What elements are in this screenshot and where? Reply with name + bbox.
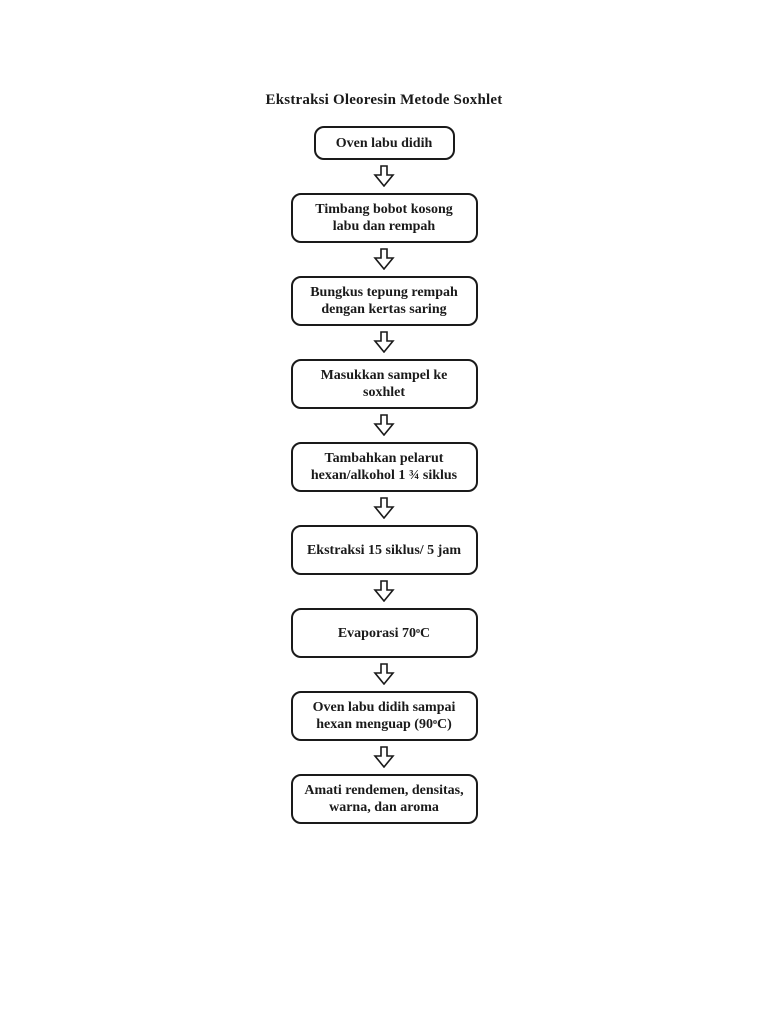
down-arrow-icon [373,248,395,270]
flow-step: Tambahkan pelarut hexan/alkohol 1 ¾ sikl… [290,442,478,525]
down-arrow-icon [373,580,395,602]
flow-step: Oven labu didih sampai hexan menguap (90… [290,691,478,774]
flow-step: Bungkus tepung rempah dengan kertas sari… [290,276,478,359]
down-arrow-icon [373,746,395,768]
flow-box: Oven labu didih sampai hexan menguap (90… [290,691,478,741]
flow-box-label: Ekstraksi 15 siklus/ 5 jam [306,542,462,558]
flow-box: Tambahkan pelarut hexan/alkohol 1 ¾ sikl… [290,442,478,492]
flow-box-label: Tambahkan pelarut hexan/alkohol 1 ¾ sikl… [310,451,458,483]
flow-box-label: Bungkus tepung rempah dengan kertas sari… [310,285,458,317]
flow-box: Masukkan sampel ke soxhlet [290,359,478,409]
flow-box-label: Evaporasi 70ᵒC [337,625,431,641]
flow-box-label: Amati rendemen, densitas, warna, dan aro… [304,783,464,815]
page-title: Ekstraksi Oleoresin Metode Soxhlet [265,92,503,108]
flow-box: Oven labu didih [313,126,455,160]
down-arrow-icon [373,331,395,353]
flow-step: Timbang bobot kosong labu dan rempah [290,193,478,276]
flow-step: Ekstraksi 15 siklus/ 5 jam [290,525,478,608]
down-arrow-icon [373,497,395,519]
flowchart: Oven labu didih Timbang bobot kosong lab… [0,126,768,824]
flow-step: Amati rendemen, densitas, warna, dan aro… [290,774,478,824]
flow-box-label: Oven labu didih [335,135,433,151]
down-arrow-icon [373,663,395,685]
flow-step: Masukkan sampel ke soxhlet [290,359,478,442]
down-arrow-icon [373,414,395,436]
flow-box-label: Oven labu didih sampai hexan menguap (90… [312,700,456,732]
flow-box-label: Masukkan sampel ke soxhlet [320,368,448,400]
flow-box-label: Timbang bobot kosong labu dan rempah [315,202,453,234]
down-arrow-icon [373,165,395,187]
flow-step: Evaporasi 70ᵒC [290,608,478,691]
flow-box: Evaporasi 70ᵒC [290,608,478,658]
flow-step: Oven labu didih [313,126,455,193]
flow-box: Bungkus tepung rempah dengan kertas sari… [290,276,478,326]
flow-box: Ekstraksi 15 siklus/ 5 jam [290,525,478,575]
flow-box: Timbang bobot kosong labu dan rempah [290,193,478,243]
flow-box: Amati rendemen, densitas, warna, dan aro… [290,774,478,824]
